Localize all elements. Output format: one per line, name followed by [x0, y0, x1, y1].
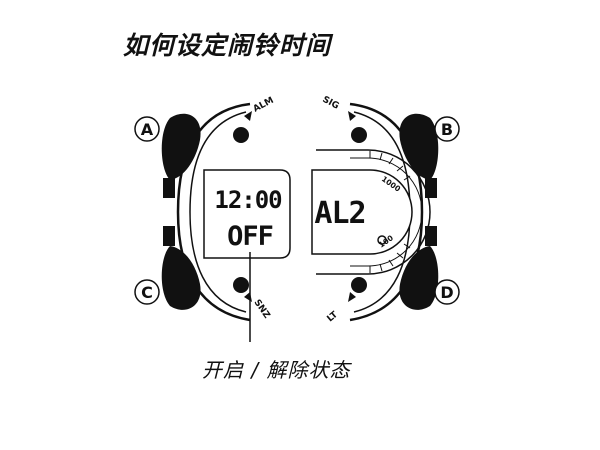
label-snz: SNZ: [252, 298, 272, 321]
scale-ticks: [369, 151, 411, 273]
button-a-marker: [134, 116, 160, 142]
case-lug: [425, 178, 437, 198]
alm-arrow-icon: [244, 111, 252, 121]
right-display-mode: AL2: [314, 196, 365, 231]
button-dot-c: [233, 277, 249, 293]
right-display-outer-arc: [316, 149, 431, 275]
button-a-letter: A: [141, 120, 154, 139]
snz-arrow-icon: [244, 292, 252, 302]
button-dot-a: [233, 127, 249, 143]
lt-arrow-icon: [348, 292, 356, 302]
button-a-pusher[interactable]: [161, 113, 201, 180]
page-title: 如何设定闹铃时间: [123, 31, 332, 60]
left-display-status: OFF: [227, 221, 273, 252]
label-sig: SIG: [321, 95, 341, 112]
case-lug: [163, 178, 175, 198]
right-display-scale-arc: [350, 157, 423, 267]
watch-case-left-inner: [189, 111, 247, 313]
left-display-frame: [203, 169, 291, 259]
button-b-letter: B: [441, 120, 453, 139]
button-b-marker: [434, 116, 460, 142]
watch-case-left: [176, 102, 251, 322]
label-lt: LT: [326, 309, 341, 324]
sig-arrow-icon: [348, 111, 356, 121]
button-d-marker: [434, 279, 460, 305]
button-c-letter: C: [141, 283, 153, 302]
button-b-pusher[interactable]: [399, 113, 439, 180]
case-lug: [425, 226, 437, 246]
button-d-letter: D: [440, 283, 453, 302]
button-dot-b: [351, 127, 367, 143]
label-alm: ALM: [252, 96, 276, 115]
right-display-frame: [311, 169, 413, 255]
callout-caption: 开启 / 解除状态: [202, 358, 351, 382]
button-c-pusher[interactable]: [161, 246, 201, 310]
button-d-pusher[interactable]: [399, 246, 439, 310]
left-display-time: 12:00: [214, 186, 282, 214]
button-c-marker: [134, 279, 160, 305]
case-lug: [163, 226, 175, 246]
button-dot-d: [351, 277, 367, 293]
scale-dot-icon: [377, 235, 387, 245]
